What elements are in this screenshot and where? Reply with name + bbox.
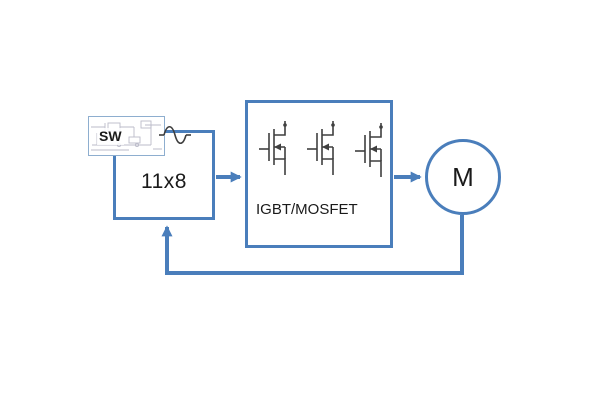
matrix-block-label: 11x8 bbox=[141, 170, 187, 193]
igbt-mosfet-label: IGBT/MOSFET bbox=[256, 201, 358, 218]
mosfet-icon bbox=[306, 120, 336, 176]
mosfet-row bbox=[258, 120, 384, 178]
feedback-motor-to-matrix bbox=[161, 215, 464, 275]
motor-block: M bbox=[425, 139, 501, 215]
sw-block: SW bbox=[88, 116, 165, 156]
sine-wave-icon bbox=[159, 125, 191, 145]
igbt-mosfet-block: IGBT/MOSFET bbox=[245, 100, 393, 248]
mosfet-icon bbox=[258, 120, 288, 176]
circuit-thumbnail-icon bbox=[91, 120, 162, 151]
motor-label: M bbox=[452, 161, 474, 192]
mosfet-icon bbox=[354, 122, 384, 178]
sw-block-label: SW bbox=[97, 128, 124, 145]
